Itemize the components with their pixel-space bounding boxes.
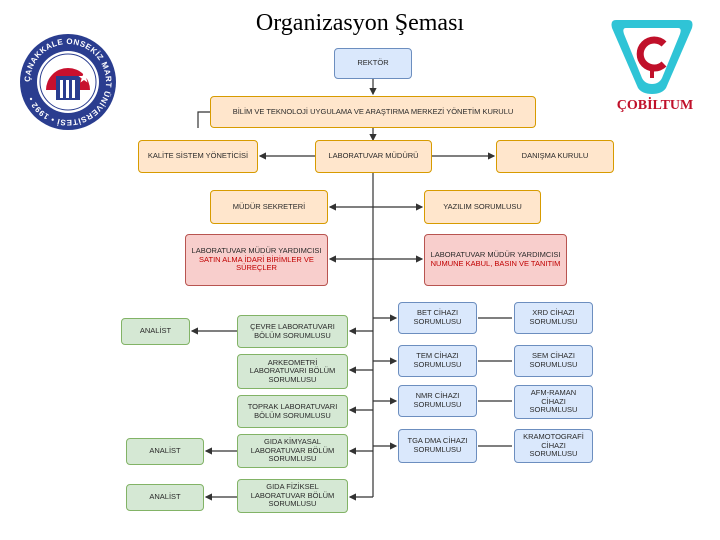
node-laboratuvar-muduru[interactable]: LABORATUVAR MÜDÜRÜ	[315, 140, 432, 173]
node-arkeometri-laboratuvari[interactable]: ARKEOMETRİ LABORATUVARI BÖLÜM SORUMLUSU	[237, 354, 348, 389]
node-yonetim-kurulu[interactable]: BİLİM VE TEKNOLOJİ UYGULAMA VE ARAŞTIRMA…	[210, 96, 536, 128]
node-danisma-kurulu[interactable]: DANIŞMA KURULU	[496, 140, 614, 173]
node-tem-cihazi[interactable]: TEM CİHAZI SORUMLUSU	[398, 345, 477, 377]
node-bet-cihazi[interactable]: BET CİHAZI SORUMLUSU	[398, 302, 477, 334]
brand-name: ÇOBİLTUM	[616, 98, 694, 113]
node-mudur-yardimcisi-numune-kabul[interactable]: LABORATUVAR MÜDÜR YARDIMCISI NUMUNE KABU…	[424, 234, 567, 286]
node-rektor[interactable]: REKTÖR	[334, 48, 412, 79]
node-mudur-yardimcisi-satin-alma[interactable]: LABORATUVAR MÜDÜR YARDIMCISI SATIN ALMA …	[185, 234, 328, 286]
node-cevre-laboratuvari[interactable]: ÇEVRE LABORATUVARI BÖLÜM SORUMLUSU	[237, 315, 348, 348]
node-tga-dma-cihazi[interactable]: TGA DMA CİHAZI SORUMLUSU	[398, 429, 477, 463]
node-yazilim-sorumlusu[interactable]: YAZILIM SORUMLUSU	[424, 190, 541, 224]
cobiltum-logo-icon	[606, 14, 698, 101]
node-subtitle: NUMUNE KABUL, BASIN VE TANITIM	[430, 259, 561, 268]
node-xrd-cihazi[interactable]: XRD CİHAZI SORUMLUSU	[514, 302, 593, 334]
node-sem-cihazi[interactable]: SEM CİHAZI SORUMLUSU	[514, 345, 593, 377]
node-mudur-sekreteri[interactable]: MÜDÜR SEKRETERİ	[210, 190, 328, 224]
page-title: Organizasyon Şeması	[255, 10, 465, 36]
node-afm-raman-cihazi[interactable]: AFM-RAMAN CİHAZI SORUMLUSU	[514, 385, 593, 419]
node-kromatografi-cihazi[interactable]: KRAMOTOGRAFİ CİHAZI SORUMLUSU	[514, 429, 593, 463]
node-title: LABORATUVAR MÜDÜR YARDIMCISI	[430, 250, 561, 260]
node-title: LABORATUVAR MÜDÜR YARDIMCISI	[191, 246, 322, 256]
node-analist-cevre[interactable]: ANALİST	[121, 318, 190, 345]
node-analist-gida-kimyasal[interactable]: ANALİST	[126, 438, 204, 465]
university-seal-logo: ÇANAKKALE ONSEKİZ MART ÜNİVERSİTESİ • 19…	[18, 32, 118, 137]
node-gida-fiziksel-laboratuvari[interactable]: GIDA FİZİKSEL LABORATUVAR BÖLÜM SORUMLUS…	[237, 479, 348, 513]
node-analist-gida-fiziksel[interactable]: ANALİST	[126, 484, 204, 511]
node-toprak-laboratuvari[interactable]: TOPRAK LABORATUVARI BÖLÜM SORUMLUSU	[237, 395, 348, 428]
node-kalite-sistem-yoneticisi[interactable]: KALİTE SİSTEM YÖNETİCİSİ	[138, 140, 258, 173]
node-gida-kimyasal-laboratuvari[interactable]: GIDA KİMYASAL LABORATUVAR BÖLÜM SORUMLUS…	[237, 434, 348, 468]
node-nmr-cihazi[interactable]: NMR CİHAZI SORUMLUSU	[398, 385, 477, 417]
node-subtitle: SATIN ALMA İDARİ BİRİMLER VE SÜREÇLER	[199, 254, 314, 273]
